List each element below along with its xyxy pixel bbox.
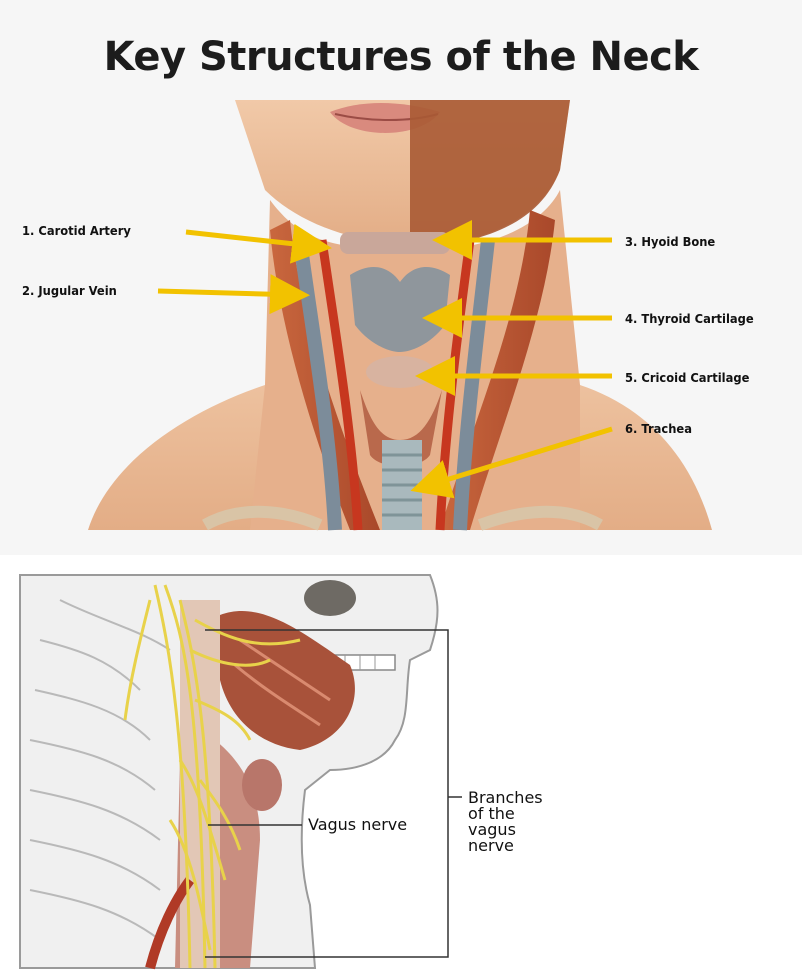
cervical-spine: [30, 600, 170, 940]
orbit: [304, 580, 356, 616]
vertebral-column: [180, 600, 220, 968]
label-jugular-vein: 2. Jugular Vein: [22, 283, 117, 298]
label-thyroid-cartilage: 4. Thyroid Cartilage: [625, 311, 754, 326]
teeth: [300, 655, 395, 670]
label-hyoid-bone: 3. Hyoid Bone: [625, 234, 715, 249]
label-carotid-artery: 1. Carotid Artery: [22, 223, 131, 238]
throat: [175, 740, 260, 968]
vagus-nerve-branches: [125, 585, 300, 968]
branches-of-vagus-label: Branches of the vagus nerve: [468, 790, 543, 854]
vagus-nerve-label: Vagus nerve: [308, 817, 407, 833]
cricoid-cartilage: [366, 356, 434, 388]
neck-anatomy-illustration: [0, 0, 802, 555]
label-trachea: 6. Trachea: [625, 421, 692, 436]
facial-muscles: [220, 611, 355, 750]
top-slide: Key Structures of the Neck: [0, 0, 802, 555]
skull: [20, 575, 438, 968]
hyoid-bone: [340, 232, 450, 254]
artery: [150, 880, 190, 968]
larynx: [242, 759, 282, 811]
label-cricoid-cartilage: 5. Cricoid Cartilage: [625, 370, 749, 385]
branches-bracket: [205, 630, 448, 957]
